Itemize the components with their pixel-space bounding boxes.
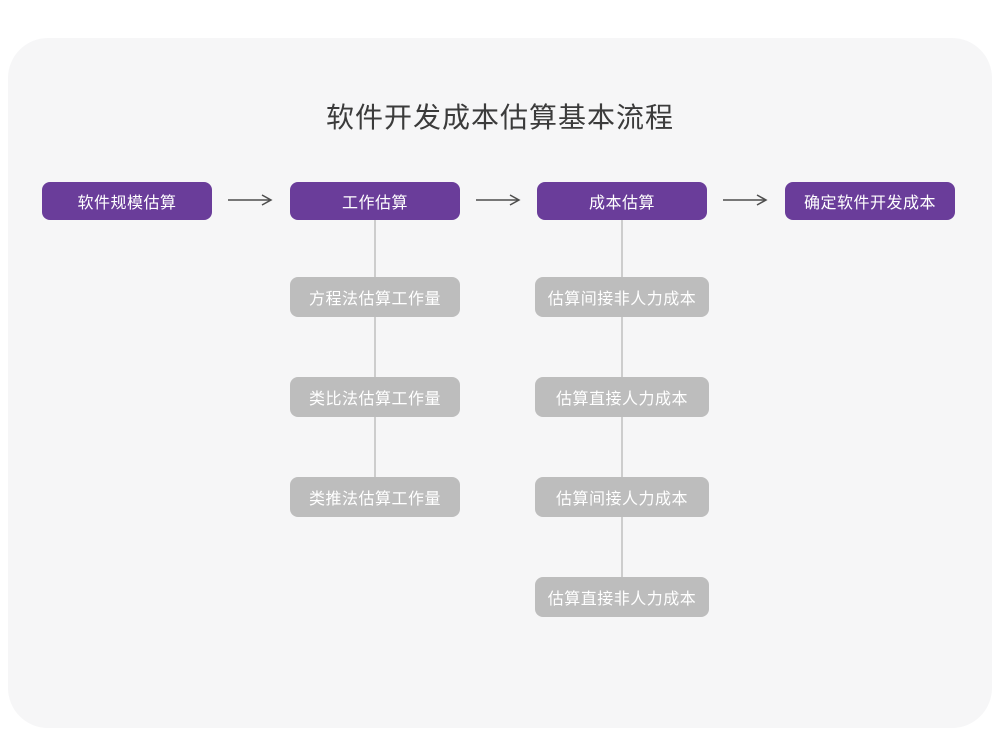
sub-node-direct-labor-cost[interactable]: 估算直接人力成本 — [535, 377, 709, 417]
flow-node-determine-dev-cost[interactable]: 确定软件开发成本 — [785, 182, 955, 220]
sub-node-extrapolation-method[interactable]: 类推法估算工作量 — [290, 477, 460, 517]
diagram-title: 软件开发成本估算基本流程 — [325, 102, 674, 133]
arrow-right-icon — [722, 194, 768, 206]
sub-node-direct-nonlabor-cost[interactable]: 估算直接非人力成本 — [535, 577, 709, 617]
sub-node-analogy-method[interactable]: 类比法估算工作量 — [290, 377, 460, 417]
sub-node-equation-method[interactable]: 方程法估算工作量 — [290, 277, 460, 317]
diagram-canvas — [8, 38, 992, 728]
arrow-right-icon — [475, 194, 521, 206]
flow-node-cost-estimation[interactable]: 成本估算 — [537, 182, 707, 220]
sub-node-indirect-labor-cost[interactable]: 估算间接人力成本 — [535, 477, 709, 517]
flow-node-work-estimation[interactable]: 工作估算 — [290, 182, 460, 220]
flow-node-software-scale-estimation[interactable]: 软件规模估算 — [42, 182, 212, 220]
connector-line-work-estimation — [374, 220, 376, 490]
sub-node-indirect-nonlabor-cost[interactable]: 估算间接非人力成本 — [535, 277, 709, 317]
arrow-right-icon — [227, 194, 273, 206]
